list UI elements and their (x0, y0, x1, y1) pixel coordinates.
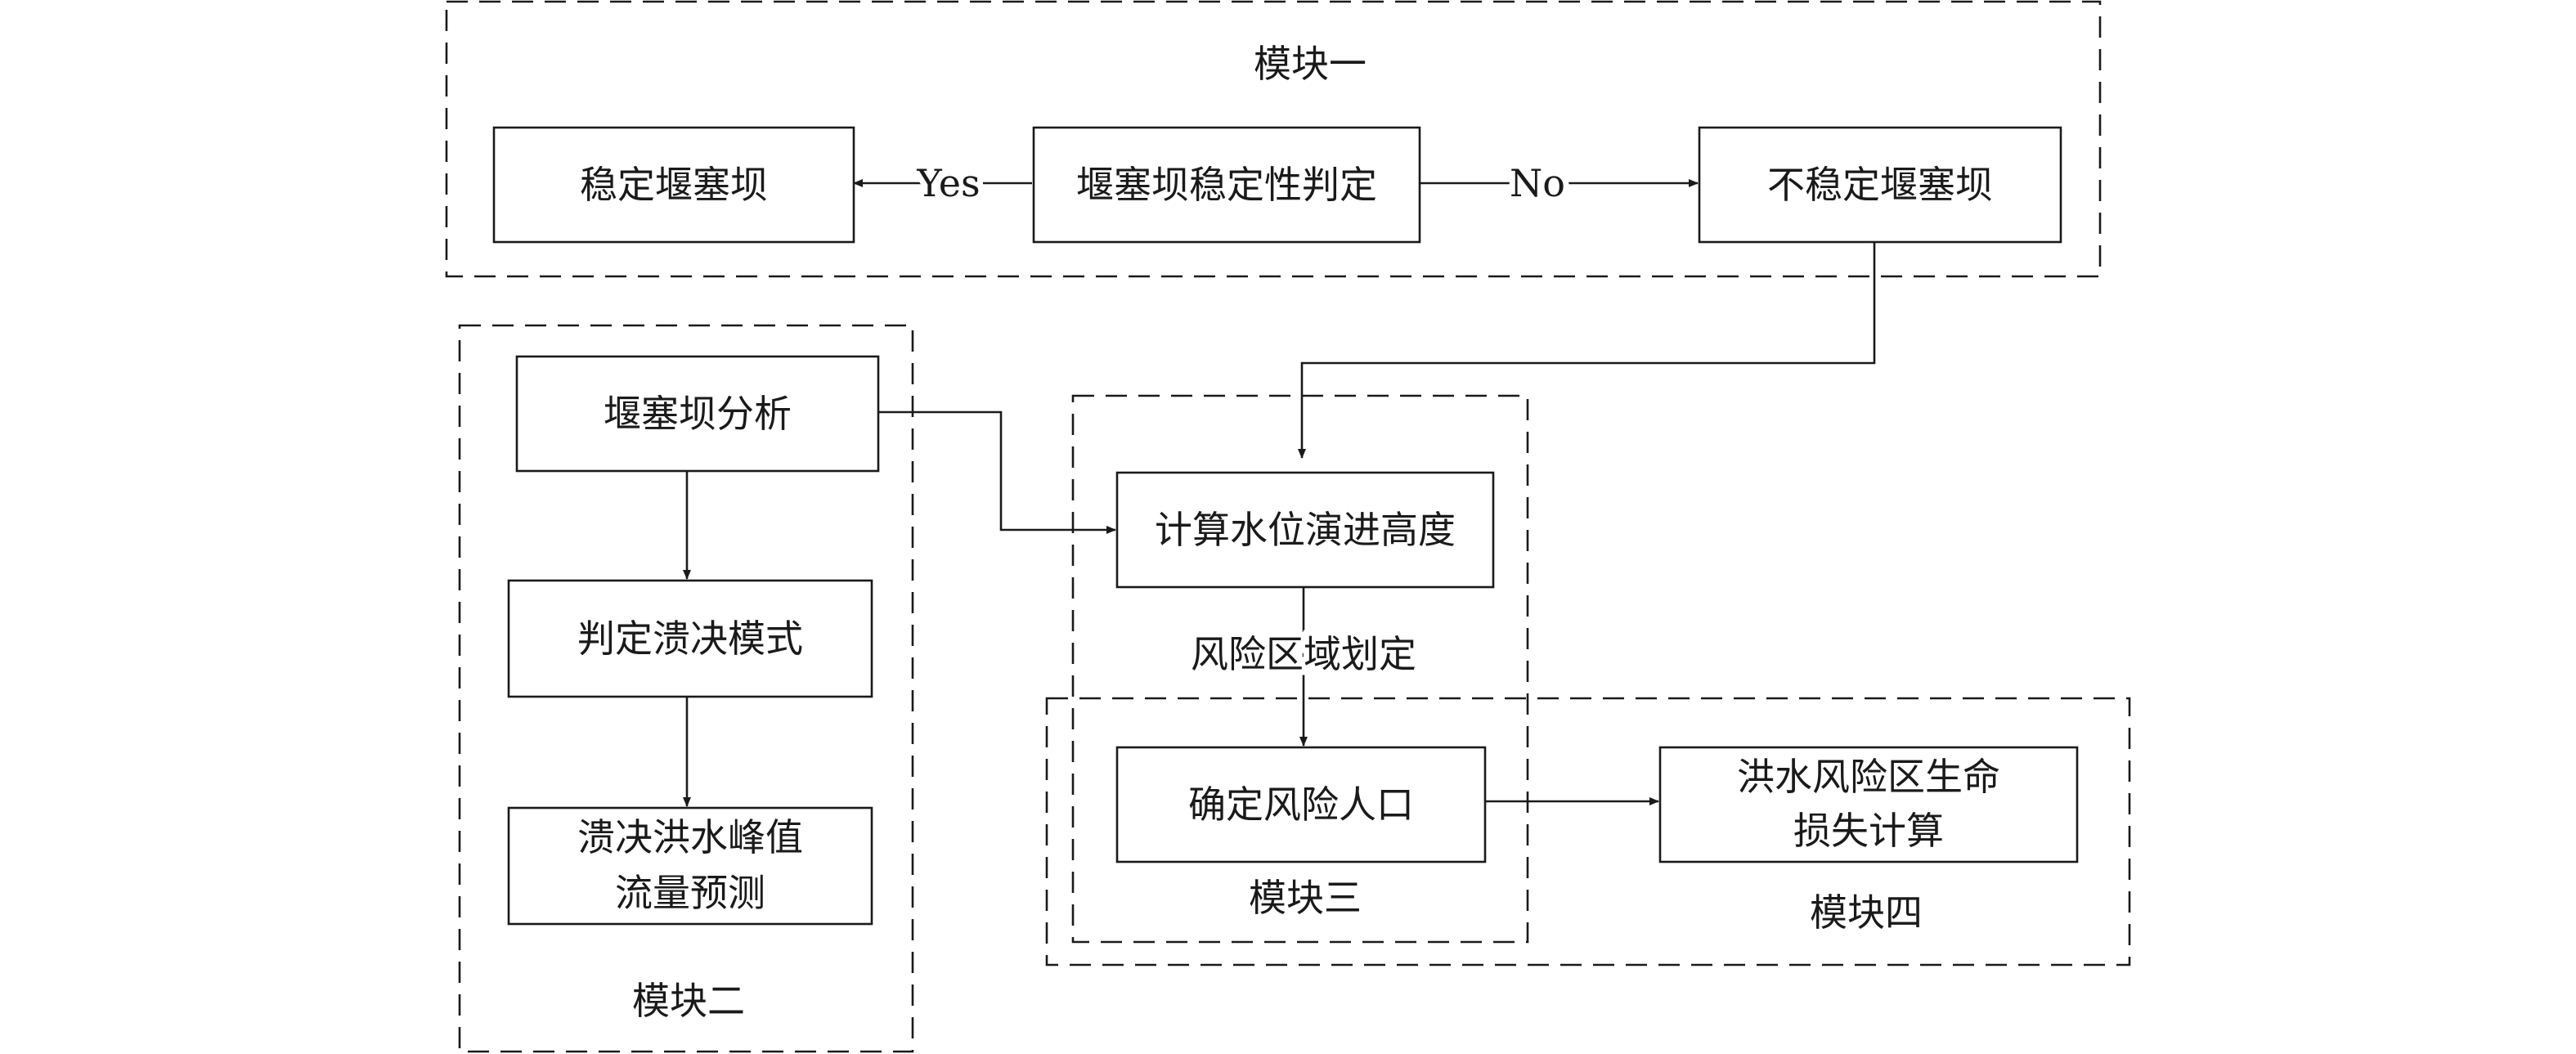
analysis-to-water-level-arrow (878, 410, 1116, 534)
stable-dam-label: 稳定堰塞坝 (580, 163, 768, 207)
failure-mode-box (507, 579, 873, 698)
module3-boundary (1071, 394, 1529, 944)
water-level-label: 计算水位演进高度 (1155, 508, 1456, 552)
module4-boundary (1045, 697, 2131, 967)
no-label: No (1510, 161, 1565, 205)
unstable-to-water-level-arrow (1298, 242, 1876, 459)
stable-dam-box (492, 126, 855, 244)
risk-population-label: 确定风险人口 (1188, 783, 1414, 827)
module3-title: 模块三 (1249, 876, 1362, 920)
life-loss-box (1658, 746, 2079, 863)
risk-area-label: 风险区域划定 (1191, 632, 1416, 676)
water-level-box (1115, 471, 1495, 589)
dam-analysis-label: 堰塞坝分析 (604, 392, 792, 436)
peak-flow-box (507, 806, 873, 926)
dam-analysis-box (515, 355, 880, 473)
peak-flow-label-line1: 溃决洪水峰值 (577, 815, 803, 859)
module1-title: 模块一 (1254, 42, 1367, 86)
yes-label: Yes (916, 161, 980, 205)
peak-flow-label-line2: 流量预测 (615, 871, 765, 915)
module2-boundary (458, 324, 914, 1053)
life-loss-label-line1: 洪水风险区生命 (1737, 755, 2000, 799)
module2-title: 模块二 (632, 979, 745, 1023)
failure-mode-label: 判定溃决模式 (577, 617, 803, 661)
stability-check-box (1032, 126, 1421, 244)
stability-check-label: 堰塞坝稳定性判定 (1076, 163, 1377, 207)
module4-title: 模块四 (1810, 890, 1923, 935)
unstable-dam-box (1698, 126, 2062, 244)
risk-population-box (1115, 746, 1487, 863)
unstable-dam-label: 不稳定堰塞坝 (1767, 163, 1993, 207)
module1-boundary (445, 0, 2102, 278)
life-loss-label-line2: 损失计算 (1793, 809, 1944, 853)
